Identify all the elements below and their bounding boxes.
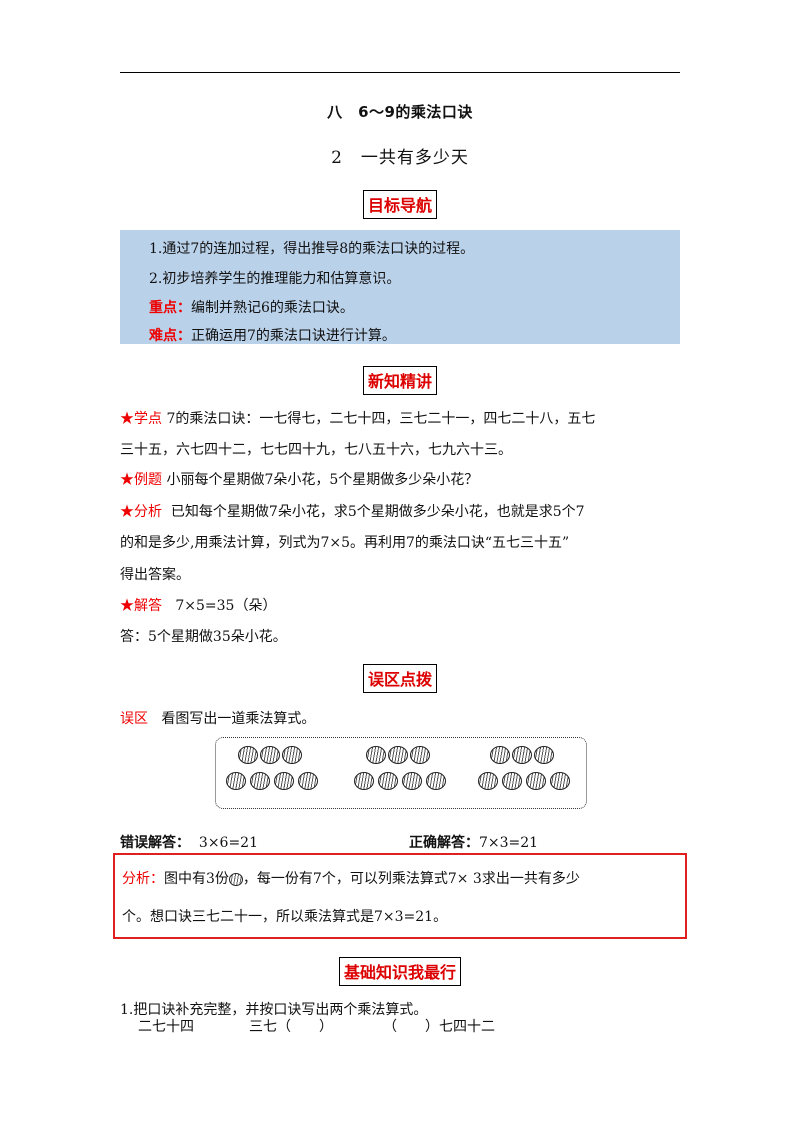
goal-line-2: 2.初步培养学生的推理能力和估算意识。 xyxy=(149,271,401,287)
lesson-title: 2 一共有多少天 xyxy=(331,148,469,168)
ball-icon xyxy=(550,772,570,790)
goal-hard: 难点：正确运用7的乘法口诀进行计算。 xyxy=(149,328,396,344)
section-goals: 目标导航 xyxy=(0,190,800,219)
fill-item-2: 三七（ ） xyxy=(249,1019,333,1035)
ball-icon xyxy=(226,772,246,790)
section-basic: 基础知识我最行 xyxy=(0,957,800,986)
analysis-box: 分析：图中有3份，每一份有7个，可以列乘法算式7× 3求出一共有多少 个。想口诀… xyxy=(113,853,687,939)
ball-icon xyxy=(366,746,386,764)
ball-icon xyxy=(238,746,258,764)
point-line-2: 三十五，六七四十二，七七四十九，七八五十六，七九六十三。 xyxy=(120,442,512,458)
section-mistake: 误区点拨 xyxy=(0,664,800,693)
ball-icon xyxy=(534,746,554,764)
analysis-line-1: ★分析 已知每个星期做7朵小花，求5个星期做多少朵小花，也就是求5个7 xyxy=(120,504,585,520)
goal-line-1: 1.通过7的连加过程，得出推导8的乘法口诀的过程。 xyxy=(149,241,475,257)
top-rule xyxy=(120,72,680,73)
ball-icon xyxy=(502,772,522,790)
analysis-line-3: 得出答案。 xyxy=(120,567,190,583)
question-1: 1.把口诀补充完整，并按口诀写出两个乘法算式。 xyxy=(120,1002,428,1018)
ball-icon xyxy=(526,772,546,790)
ball-icon xyxy=(388,746,408,764)
wrong-answer: 错误解答： 3×6=21 xyxy=(120,835,258,851)
ball-icon xyxy=(274,772,294,790)
fill-item-3: （ ）七四十二 xyxy=(383,1019,495,1035)
ball-icon xyxy=(490,746,510,764)
chapter-title: 八 6～9的乘法口诀 xyxy=(327,103,473,121)
answer-formula: ★解答 7×5=35（朵） xyxy=(120,598,277,614)
point-line-1: ★学点 7的乘法口诀：一七得七，二七十四，三七二十一，四七二十八，五七 xyxy=(120,411,596,427)
goals-panel: 1.通过7的连加过程，得出推导8的乘法口诀的过程。 2.初步培养学生的推理能力和… xyxy=(120,230,680,344)
example-line: ★例题 小丽每个星期做7朵小花，5个星期做多少朵小花？ xyxy=(120,472,479,488)
ball-icon xyxy=(260,746,280,764)
goal-key: 重点：编制并熟记6的乘法口诀。 xyxy=(149,300,354,316)
ball-icon xyxy=(512,746,532,764)
analysis-box-line-1: 分析：图中有3份，每一份有7个，可以列乘法算式7× 3求出一共有多少 xyxy=(122,871,580,887)
mistake-question: 误区 看图写出一道乘法算式。 xyxy=(120,711,316,727)
ball-icon xyxy=(478,772,498,790)
ball-icon xyxy=(354,772,374,790)
answer-line: 答：5个星期做35朵小花。 xyxy=(120,629,287,645)
ball-icon xyxy=(378,772,398,790)
right-answer: 正确解答：7×3=21 xyxy=(409,835,539,851)
ball-icon xyxy=(402,772,422,790)
ball-icon xyxy=(426,772,446,790)
section-new: 新知精讲 xyxy=(0,366,800,395)
ball-icon xyxy=(282,746,302,764)
balls-picture xyxy=(215,737,587,809)
ball-icon xyxy=(228,872,243,886)
ball-icon xyxy=(410,746,430,764)
ball-icon xyxy=(298,772,318,790)
ball-icon xyxy=(250,772,270,790)
analysis-box-line-2: 个。想口诀三七二十一，所以乘法算式是7×3=21。 xyxy=(122,909,448,925)
analysis-line-2: 的和是多少,用乘法计算，列式为7×5。再利用7的乘法口诀“五七三十五” xyxy=(120,535,570,551)
fill-item-1: 二七十四 xyxy=(138,1019,194,1035)
